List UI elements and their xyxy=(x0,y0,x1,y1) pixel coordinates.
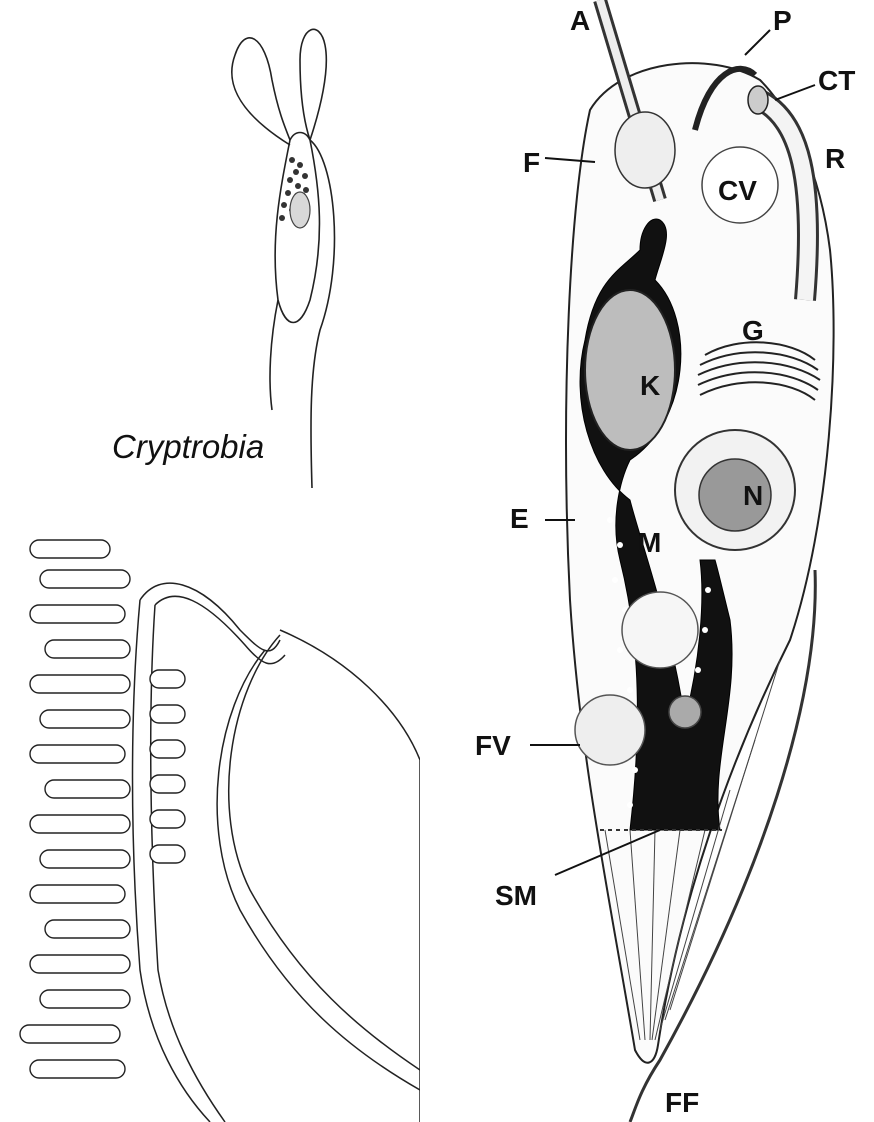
cryptobia-sketch xyxy=(160,0,390,500)
cryptobia-anterior-flagellum xyxy=(232,38,290,145)
cell-profile-left-1 xyxy=(229,635,420,1070)
food-vacuole-1 xyxy=(622,592,698,668)
cryptobia-tail xyxy=(270,300,278,410)
label-sm: SM xyxy=(495,880,537,911)
food-vacuole-2 xyxy=(575,695,645,765)
label-r: R xyxy=(825,143,845,174)
label-ct: CT xyxy=(818,65,855,96)
kinetoplast xyxy=(585,290,675,450)
cell-profile-left-2 xyxy=(217,650,420,1090)
tubule-stack xyxy=(20,540,185,1078)
ct-body xyxy=(748,86,768,114)
label-m: M xyxy=(638,527,661,558)
label-k: K xyxy=(640,370,660,401)
cryptobia-nucleus xyxy=(290,192,310,228)
label-g: G xyxy=(742,315,764,346)
cryptobia-trailing-flagellum xyxy=(310,140,334,488)
label-n: N xyxy=(743,480,763,511)
membrane-crista-sketch xyxy=(0,510,420,1122)
flagellar-pocket xyxy=(615,112,675,188)
food-vacuole-3 xyxy=(669,696,701,728)
label-p: P xyxy=(773,5,792,36)
label-a: A xyxy=(570,5,590,36)
label-e: E xyxy=(510,503,529,534)
cell-profile-right xyxy=(280,630,420,1122)
cryptobia-recurrent-flagellum xyxy=(300,29,326,140)
label-ff: FF xyxy=(665,1087,699,1118)
arch-outer xyxy=(140,583,280,651)
label-cv: CV xyxy=(718,175,757,206)
label-fv: FV xyxy=(475,730,511,761)
label-f: F xyxy=(523,147,540,178)
labeled-cell-diagram: A P CT F CV R G K N E M FV SM FF xyxy=(460,0,874,1122)
